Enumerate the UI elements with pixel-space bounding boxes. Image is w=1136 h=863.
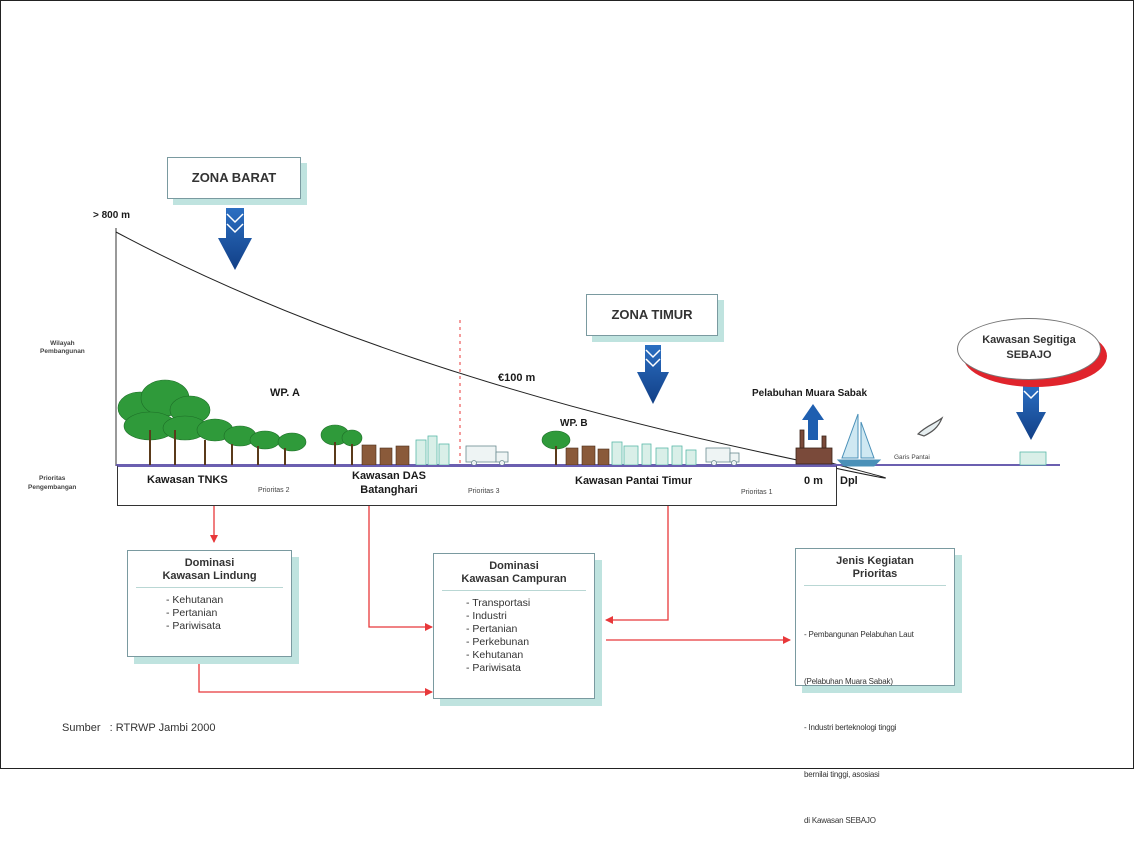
zona-timur-box: ZONA TIMUR [586, 294, 718, 336]
box-kegiatan-list: - Pembangunan Pelabuhan Laut (Pelabuhan … [796, 594, 954, 863]
trucks [465, 445, 740, 466]
list-item: - Transportasi [466, 597, 531, 609]
list-item: - Pariwisata [466, 662, 521, 674]
list-item: - Pertanian [466, 623, 518, 635]
list-item: - Pariwisata [166, 620, 221, 632]
list-item: - Industri berteknologi tinggi [804, 723, 897, 732]
port-cranes [795, 429, 833, 465]
elevation-mid-label: €100 m [498, 372, 536, 384]
prioritas-1-label: Prioritas 1 [741, 489, 773, 496]
sailboat [836, 413, 882, 467]
elevation-curve [115, 231, 886, 479]
list-item: (Pelabuhan Muara Sabak) [804, 676, 893, 686]
elevation-zero-label: 0 m [804, 475, 823, 487]
prioritas-3-label: Prioritas 3 [468, 488, 500, 495]
zona-timur-arrow [637, 345, 669, 404]
pelabuhan-label: Pelabuhan Muara Sabak [752, 388, 868, 399]
diagram-frame [0, 0, 1134, 769]
box-lindung-list: - Kehutanan - Pertanian - Pariwisata [128, 594, 291, 633]
source-note: Sumber : RTRWP Jambi 2000 [62, 722, 216, 734]
pelabuhan-up-arrow [802, 404, 824, 440]
garis-pantai-label: Garis Pantai [894, 454, 930, 461]
list-item: di Kawasan SEBAJO [804, 816, 876, 825]
elevation-top-label: > 800 m [93, 210, 130, 221]
sebajo-arrow [1016, 386, 1046, 440]
dpl-label: Dpl [840, 475, 858, 487]
sebajo-line-1: Kawasan Segitiga [982, 334, 1076, 346]
zona-barat-arrow [218, 208, 252, 270]
wp-a-label: WP. A [270, 387, 300, 399]
city-buildings [415, 435, 1047, 466]
sebajo-line-2: SEBAJO [1006, 349, 1052, 361]
list-item: - Perkebunan [466, 636, 530, 648]
kawasan-pantai-label: Kawasan Pantai Timur [575, 475, 693, 487]
seagull [916, 416, 944, 437]
box-campuran-list: - Transportasi - Industri - Pertanian - … [434, 597, 594, 675]
connectors [198, 506, 791, 696]
wp-b-label: WP. B [560, 418, 588, 429]
list-item: bernilai tinggi, asosiasi [804, 769, 880, 779]
diagram-graphics [115, 208, 1060, 696]
prioritas-2-label: Prioritas 2 [258, 487, 290, 494]
zona-barat-box: ZONA BARAT [167, 157, 301, 199]
list-item: - Pembangunan Pelabuhan Laut [804, 630, 914, 639]
priority-band [117, 465, 837, 506]
list-item: - Kehutanan [166, 594, 224, 606]
list-item: - Industri [466, 610, 507, 622]
list-item: - Pertanian [166, 607, 218, 619]
tree-trunks [149, 430, 557, 465]
houses [361, 444, 610, 466]
forest-trees [117, 379, 571, 452]
list-item: - Kehutanan [466, 649, 524, 661]
sebajo-ellipse: Kawasan Segitiga SEBAJO [957, 318, 1101, 380]
kawasan-tnks-label: Kawasan TNKS [147, 474, 228, 486]
